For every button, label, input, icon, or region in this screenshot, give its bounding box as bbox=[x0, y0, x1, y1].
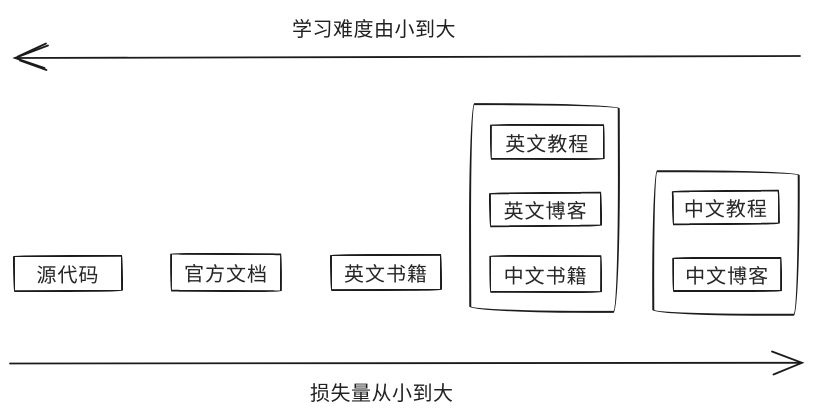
node-english-tutorials: 英文教程 bbox=[489, 123, 605, 161]
node-label: 中文教程 bbox=[683, 198, 768, 222]
node-english-books: 英文书籍 bbox=[329, 253, 443, 292]
node-label: 官方文档 bbox=[183, 263, 269, 287]
node-english-blogs: 英文博客 bbox=[488, 191, 603, 228]
group-english-resources: 英文教程 英文博客 中文书籍 bbox=[468, 102, 621, 314]
node-label: 英文博客 bbox=[503, 200, 588, 224]
group-chinese-resources: 中文教程 中文博客 bbox=[651, 169, 801, 317]
node-source-code: 源代码 bbox=[12, 254, 124, 293]
node-chinese-tutorials: 中文教程 bbox=[671, 189, 780, 226]
left-arrow-icon bbox=[12, 42, 801, 71]
node-chinese-blogs: 中文博客 bbox=[672, 256, 783, 293]
node-chinese-books: 中文书籍 bbox=[489, 254, 603, 294]
top-axis-label: 学习难度由小到大 bbox=[292, 19, 456, 41]
node-label: 英文书籍 bbox=[343, 263, 429, 287]
node-label: 中文书籍 bbox=[503, 265, 588, 288]
node-label: 英文教程 bbox=[505, 133, 590, 156]
node-label: 源代码 bbox=[36, 264, 100, 288]
node-label: 中文博客 bbox=[685, 265, 770, 289]
node-official-docs: 官方文档 bbox=[169, 252, 283, 293]
bottom-axis-label: 损失量从小到大 bbox=[310, 383, 454, 405]
right-arrow-icon bbox=[9, 350, 805, 376]
